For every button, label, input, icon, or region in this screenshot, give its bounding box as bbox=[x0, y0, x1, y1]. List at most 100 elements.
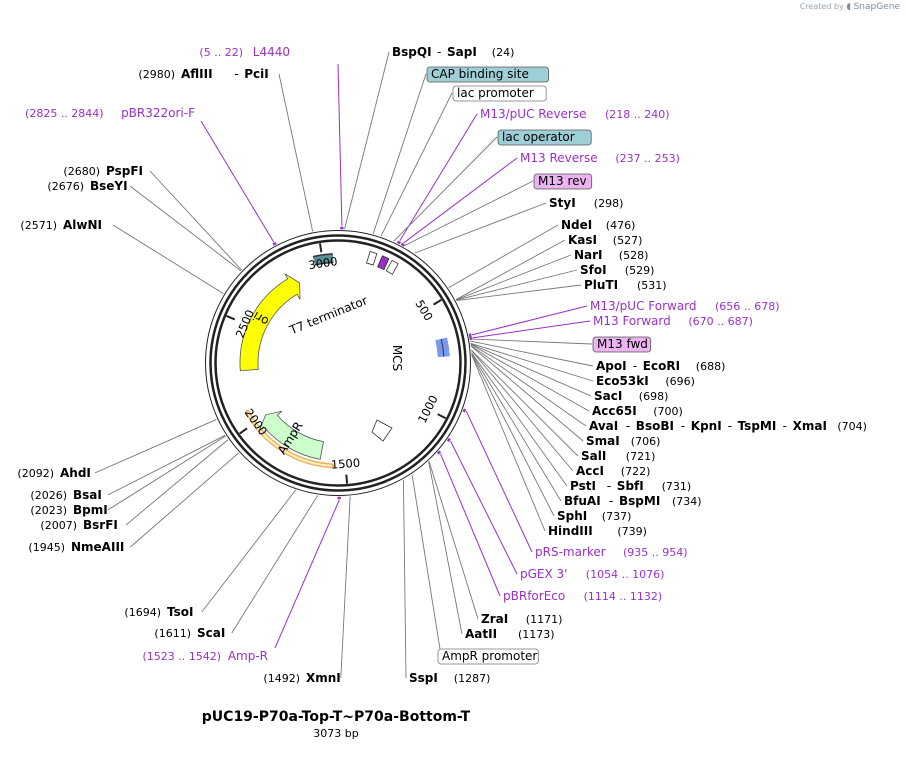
site-sspi: SspI(1287) bbox=[409, 671, 490, 685]
site-name: BspQI bbox=[392, 45, 432, 59]
site-pspfi: (2680) PspFI bbox=[63, 164, 143, 178]
mcs-block-edge bbox=[440, 338, 445, 357]
ampr-promoter-track-inner bbox=[246, 411, 332, 467]
primer-pgex-3: pGEX 3' (1054 .. 1076) bbox=[520, 567, 664, 581]
site-position: (2026) bbox=[30, 489, 67, 502]
site-position: (739) bbox=[617, 525, 647, 538]
site-leader-33 bbox=[94, 419, 217, 474]
primer-range: (237 .. 253) bbox=[615, 152, 680, 165]
feature-box-leader-5 bbox=[411, 474, 441, 650]
site-saci: SacI(698) bbox=[594, 389, 668, 403]
site-leader-3 bbox=[129, 185, 242, 272]
site-leader-21 bbox=[471, 354, 555, 517]
site-separator: - bbox=[609, 494, 613, 508]
map-title: pUC19-P70a-Top-T~P70a-Bottom-T bbox=[201, 709, 471, 725]
site-leader-22 bbox=[471, 354, 546, 532]
site-leader-4 bbox=[112, 224, 224, 294]
site-name: Eco53kI bbox=[596, 374, 649, 388]
site-name: PspFI bbox=[106, 164, 143, 178]
site-name: HindIII bbox=[548, 524, 593, 538]
tick-label-3000: 3000 bbox=[307, 254, 338, 272]
site-leader-27 bbox=[231, 495, 319, 634]
primer-leader-2 bbox=[399, 113, 478, 242]
primer-label: pGEX 3' bbox=[520, 567, 567, 581]
site-position: (529) bbox=[625, 264, 655, 277]
site-psti-sbfi: PstI-SbfI(731) bbox=[570, 479, 691, 493]
site-name: StyI bbox=[549, 196, 576, 210]
site-leader-14 bbox=[470, 343, 590, 412]
t7-terminator-label: T7 terminator bbox=[287, 293, 370, 337]
mcs-label: MCS bbox=[390, 345, 404, 371]
primer-leader-7 bbox=[450, 440, 518, 575]
site-separator: - bbox=[607, 479, 611, 493]
site-leader-20 bbox=[471, 353, 562, 502]
primer-site-mark-5 bbox=[469, 336, 473, 341]
site-leader-17 bbox=[471, 349, 579, 457]
site-position: (527) bbox=[613, 234, 643, 247]
feature-box-bg bbox=[592, 336, 652, 353]
primer-pbrforeco: pBRforEco(1114 .. 1132) bbox=[503, 589, 662, 603]
primer-range: (1114 .. 1132) bbox=[584, 590, 663, 603]
site-xmni: (1492)XmnI bbox=[263, 671, 340, 685]
primer-leader-1 bbox=[200, 120, 275, 243]
primer-range: (1523 .. 1542) bbox=[142, 650, 221, 663]
primer-label: M13/pUC Reverse bbox=[480, 107, 587, 121]
site-position: (2007) bbox=[40, 519, 77, 532]
site-position: (700) bbox=[653, 405, 683, 418]
site-leader-25 bbox=[402, 479, 407, 679]
primer-label: M13/pUC Forward bbox=[590, 299, 697, 313]
primer-m13-reverse: M13 Reverse (237 .. 253) bbox=[520, 151, 680, 165]
site-kasi: KasI(527) bbox=[568, 233, 642, 247]
primer-site-mark-2 bbox=[396, 240, 401, 245]
site-bsai: (2026)BsaI bbox=[30, 488, 101, 502]
site-position: (704) bbox=[837, 420, 867, 433]
site-separator: - bbox=[234, 67, 238, 81]
site-styi: StyI(298) bbox=[549, 196, 623, 210]
site-leader-13 bbox=[470, 343, 592, 397]
primer-label: Amp-R bbox=[228, 649, 268, 663]
site-smai: SmaI(706) bbox=[586, 434, 660, 448]
site-leader-12 bbox=[470, 342, 594, 382]
site-leader-0 bbox=[344, 51, 390, 230]
site-alwni: (2571)AlwNI bbox=[20, 218, 102, 232]
site-position: (734) bbox=[672, 495, 702, 508]
site-name: KpnI bbox=[691, 419, 722, 433]
site-name: SbfI bbox=[617, 479, 644, 493]
feature-box-leader-1 bbox=[380, 92, 453, 237]
site-position: (2676) bbox=[47, 180, 84, 193]
site-position: (706) bbox=[631, 435, 661, 448]
snapgene-credit: Created by ◖ SnapGene bbox=[800, 2, 900, 12]
site-name: SfoI bbox=[580, 263, 607, 277]
site-name: SspI bbox=[409, 671, 438, 685]
ampr-arrow bbox=[258, 410, 324, 460]
site-separator: - bbox=[681, 419, 685, 433]
leader-lines bbox=[94, 51, 594, 679]
site-name: AlwNI bbox=[63, 218, 102, 232]
site-leader-24 bbox=[428, 461, 463, 635]
site-bsrfi: (2007)BsrFI bbox=[40, 518, 117, 532]
backbone-inner-strand bbox=[214, 239, 462, 487]
feature-box-text: AmpR promoter bbox=[442, 649, 537, 663]
site-leader-23 bbox=[428, 461, 479, 620]
site-position: (696) bbox=[665, 375, 695, 388]
primer-site-mark-4 bbox=[468, 333, 472, 338]
primer-range: (1054 .. 1076) bbox=[586, 568, 665, 581]
primer-site-mark-6 bbox=[462, 408, 467, 413]
primer-label: M13 Reverse bbox=[520, 151, 598, 165]
site-leader-5 bbox=[414, 202, 547, 254]
site-name: BfuAI bbox=[564, 494, 601, 508]
site-leader-1 bbox=[278, 73, 314, 232]
feature-box-text: lac operator bbox=[502, 130, 575, 144]
site-name: EcoRI bbox=[643, 359, 680, 373]
feature-box-bg bbox=[437, 648, 539, 665]
site-name: SacI bbox=[594, 389, 622, 403]
tick-3000 bbox=[319, 243, 323, 253]
site-position: (2680) bbox=[63, 165, 100, 178]
site-eco53ki: Eco53kI (696) bbox=[596, 374, 695, 388]
feature-box-text: lac promoter bbox=[457, 86, 534, 100]
site-name: Acc65I bbox=[592, 404, 637, 418]
primer-leader-5 bbox=[472, 320, 591, 339]
site-name: AvaI bbox=[589, 419, 618, 433]
site-position: (1173) bbox=[518, 628, 555, 641]
